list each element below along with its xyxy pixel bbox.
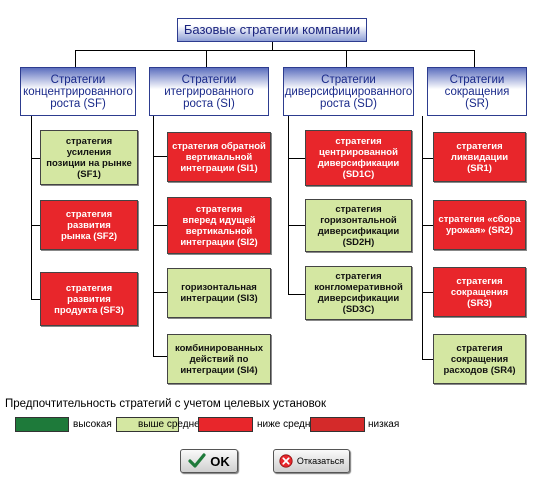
strategy-node-si1: стратегия обратной вертикальной интеграц…	[167, 132, 271, 182]
legend-label-low: низкая	[368, 419, 400, 430]
diagram-title: Базовые стратегии компании	[177, 18, 367, 42]
branch-sd2	[288, 225, 305, 226]
connector-head-sd	[346, 50, 347, 67]
ok-button-label: OK	[210, 453, 230, 469]
strategy-node-sd1: стратегия центрированной диверсификации …	[305, 130, 412, 186]
strategy-node-si4: комбинированных действий по интеграции (…	[167, 334, 271, 384]
legend-swatch-high	[15, 417, 69, 432]
branch-sf2	[31, 225, 40, 226]
strategy-node-si2-label: стратегия вперед идущей вертикальной инт…	[180, 203, 258, 248]
strategy-node-sd2-label: стратегия горизонтальной диверсификации …	[317, 203, 400, 248]
strategy-node-sr1: стратегия ликвидации (SR1)	[433, 132, 526, 182]
cancel-button[interactable]: Отказаться	[273, 449, 350, 473]
strategy-node-si4-label: комбинированных действий по интеграции (…	[175, 342, 263, 376]
legend-swatch-below-average	[198, 417, 253, 432]
strategy-node-si3: горизонтальная интеграции (SI3)	[167, 268, 271, 318]
legend-label-above-average: выше средней	[138, 419, 206, 430]
column-header-si-label: Стратегии итегрированного роста (SI)	[164, 73, 254, 110]
connector-head-si	[206, 50, 207, 67]
strategy-node-sd2: стратегия горизонтальной диверсификации …	[305, 199, 412, 252]
strategy-node-sr2: стратегия «сбора урожая» (SR2)	[433, 200, 526, 250]
strategy-node-sf2-label: стратегия развития рынка (SF2)	[60, 208, 118, 242]
column-header-sr-label: Стратегии сокращения (SR)	[444, 73, 510, 110]
branch-si3	[153, 292, 167, 293]
strategy-node-sf2: стратегия развития рынка (SF2)	[40, 200, 138, 250]
branch-sd1	[288, 158, 305, 159]
strategy-node-si2: стратегия вперед идущей вертикальной инт…	[167, 197, 271, 254]
strategy-node-sr1-label: стратегия ликвидации (SR1)	[450, 140, 509, 174]
branch-si2	[153, 225, 167, 226]
strategy-node-sf1-label: стратегия усиления позиции на рынке (SF1…	[46, 135, 132, 180]
legend-title: Предпочтительность стратегий с учетом це…	[5, 398, 326, 410]
connector-head-sr	[474, 50, 475, 67]
column-header-si: Стратегии итегрированного роста (SI)	[149, 67, 269, 116]
strategy-node-sr4-label: стратегия сокращения расходов (SR4)	[443, 342, 516, 376]
strategy-node-sf1: стратегия усиления позиции на рынке (SF1…	[40, 130, 138, 185]
strategy-node-sf3: стратегия развития продукта (SF3)	[40, 272, 138, 326]
spine-sd	[288, 116, 289, 294]
connector-head-sf	[75, 50, 76, 67]
branch-sd3	[288, 294, 305, 295]
branch-sf1	[31, 158, 40, 159]
spine-sf	[31, 116, 32, 299]
connector-title-down	[272, 42, 273, 50]
spine-sr	[422, 116, 423, 359]
strategy-node-si3-label: горизонтальная интеграции (SI3)	[180, 282, 258, 304]
connector-top-bar	[75, 50, 475, 51]
strategy-node-sr3: стратегия сокращения (SR3)	[433, 267, 526, 317]
branch-sr4	[422, 359, 433, 360]
column-header-sd-label: Стратегии диверсифицированного роста (SD…	[284, 73, 413, 110]
column-header-sf: Стратегии концентрированного роста (SF)	[20, 67, 136, 116]
strategy-node-sd3: стратегия конгломеративной диверсификаци…	[305, 266, 412, 320]
legend-swatch-low	[310, 417, 365, 432]
strategy-node-sr4: стратегия сокращения расходов (SR4)	[433, 334, 526, 384]
branch-sr1	[422, 158, 433, 159]
column-header-sd: Стратегии диверсифицированного роста (SD…	[283, 67, 414, 116]
column-header-sr: Стратегии сокращения (SR)	[427, 67, 527, 116]
strategy-node-sf3-label: стратегия развития продукта (SF3)	[54, 282, 124, 316]
branch-sf3	[31, 299, 40, 300]
legend-label-high: высокая	[73, 419, 112, 430]
spine-si	[153, 116, 154, 356]
column-header-sf-label: Стратегии концентрированного роста (SF)	[23, 73, 133, 110]
cancel-circle-icon	[279, 454, 293, 468]
strategy-node-sr2-label: стратегия «сбора урожая» (SR2)	[438, 214, 521, 236]
branch-sr3	[422, 292, 433, 293]
branch-si4	[153, 356, 167, 357]
legend-swatch-above-average	[116, 417, 179, 432]
branch-sr2	[422, 225, 433, 226]
strategy-node-sr3-label: стратегия сокращения (SR3)	[450, 275, 509, 309]
branch-si1	[153, 156, 167, 157]
strategy-node-sd3-label: стратегия конгломеративной диверсификаци…	[314, 271, 403, 315]
legend-label-below-average: ниже средней	[257, 419, 322, 430]
checkmark-icon	[188, 453, 206, 468]
cancel-button-label: Отказаться	[296, 456, 345, 466]
ok-button[interactable]: OK	[180, 449, 238, 473]
strategy-node-si1-label: стратегия обратной вертикальной интеграц…	[172, 140, 266, 174]
strategy-node-sd1-label: стратегия центрированной диверсификации …	[317, 136, 400, 180]
